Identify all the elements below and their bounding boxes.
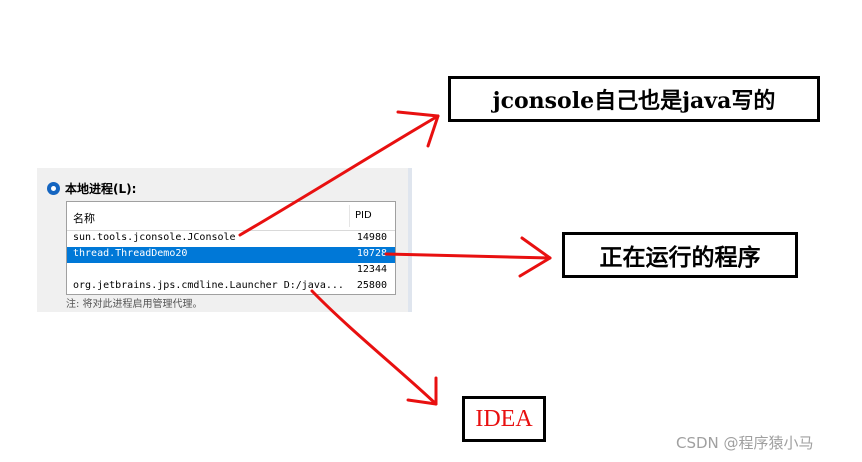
- process-name: thread.ThreadDemo20: [73, 248, 188, 259]
- arrowhead-jconsole: [396, 110, 440, 148]
- table-row[interactable]: 12344: [67, 263, 395, 279]
- process-pid: 25800: [356, 280, 387, 291]
- table-row-selected[interactable]: thread.ThreadDemo20 10728: [67, 247, 395, 263]
- local-process-panel: 本地进程(L): 名称 PID sun.tools.jconsole.JCons…: [37, 168, 412, 312]
- arrow-to-jconsole-note: [238, 114, 440, 237]
- arrow-to-idea-note: [310, 289, 438, 406]
- table-row[interactable]: sun.tools.jconsole.JConsole 14980: [67, 231, 395, 247]
- annotation-idea: IDEA: [462, 396, 546, 442]
- process-table: 名称 PID sun.tools.jconsole.JConsole 14980…: [66, 201, 396, 295]
- column-header-name[interactable]: 名称: [73, 212, 95, 225]
- local-process-radio-label: 本地进程(L):: [65, 181, 137, 196]
- annotation-jconsole: jconsole自己也是java写的: [448, 76, 820, 122]
- annotation-running-program: 正在运行的程序: [562, 232, 798, 278]
- panel-edge-strip: [408, 168, 412, 312]
- process-name: org.jetbrains.jps.cmdline.Launcher D:/ja…: [73, 280, 344, 291]
- radio-selected-icon[interactable]: [47, 181, 60, 195]
- process-pid: 10728: [356, 248, 387, 259]
- management-agent-note: 注: 将对此进程启用管理代理。: [66, 299, 203, 310]
- arrowhead-idea: [406, 376, 438, 406]
- column-header-pid[interactable]: PID: [355, 210, 372, 221]
- process-pid: 12344: [356, 264, 387, 275]
- table-row[interactable]: org.jetbrains.jps.cmdline.Launcher D:/ja…: [67, 279, 395, 295]
- process-name: sun.tools.jconsole.JConsole: [73, 232, 236, 243]
- column-separator: [349, 205, 350, 227]
- arrow-to-running-note: [384, 252, 552, 260]
- watermark: CSDN @程序猿小马: [676, 434, 814, 452]
- table-header: 名称 PID: [67, 202, 395, 231]
- local-process-radio[interactable]: 本地进程(L):: [47, 180, 136, 196]
- arrowhead-running: [518, 236, 552, 278]
- process-pid: 14980: [356, 232, 387, 243]
